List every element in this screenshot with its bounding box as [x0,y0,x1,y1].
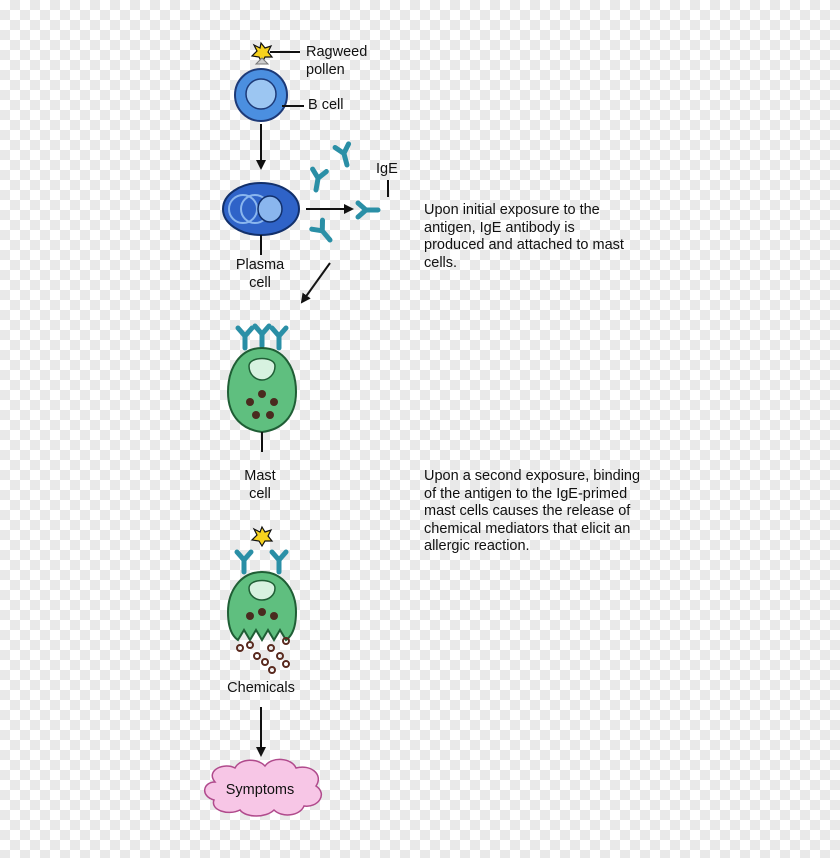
ragweed-pollen-icon [250,41,274,65]
chemicals-label: Chemicals [227,680,295,696]
ige-label: IgE [376,161,398,177]
initial-exposure-text: Upon initial exposure to the antigen, Ig… [424,202,624,271]
ragweed-pollen-label: Ragweed pollen [306,44,368,78]
ige-antibody-icon [309,144,378,245]
b-cell-icon [234,68,288,122]
symptoms-label: Symptoms [225,782,295,798]
plasma-cell-icon [222,182,300,236]
symptoms-cloud [204,758,322,817]
mast-cell-label: Mast cell [244,468,276,502]
chemical-mediators-icon [236,637,290,674]
b-cell-label: B cell [308,97,344,113]
plasma-cell-label: Plasma cell [235,257,285,291]
arrow-plasma-to-mast [300,262,331,304]
degranulating-mast-cell-icon [226,525,298,642]
second-exposure-text: Upon a second exposure, binding of the a… [424,468,641,554]
mast-cell-icon [226,326,298,434]
